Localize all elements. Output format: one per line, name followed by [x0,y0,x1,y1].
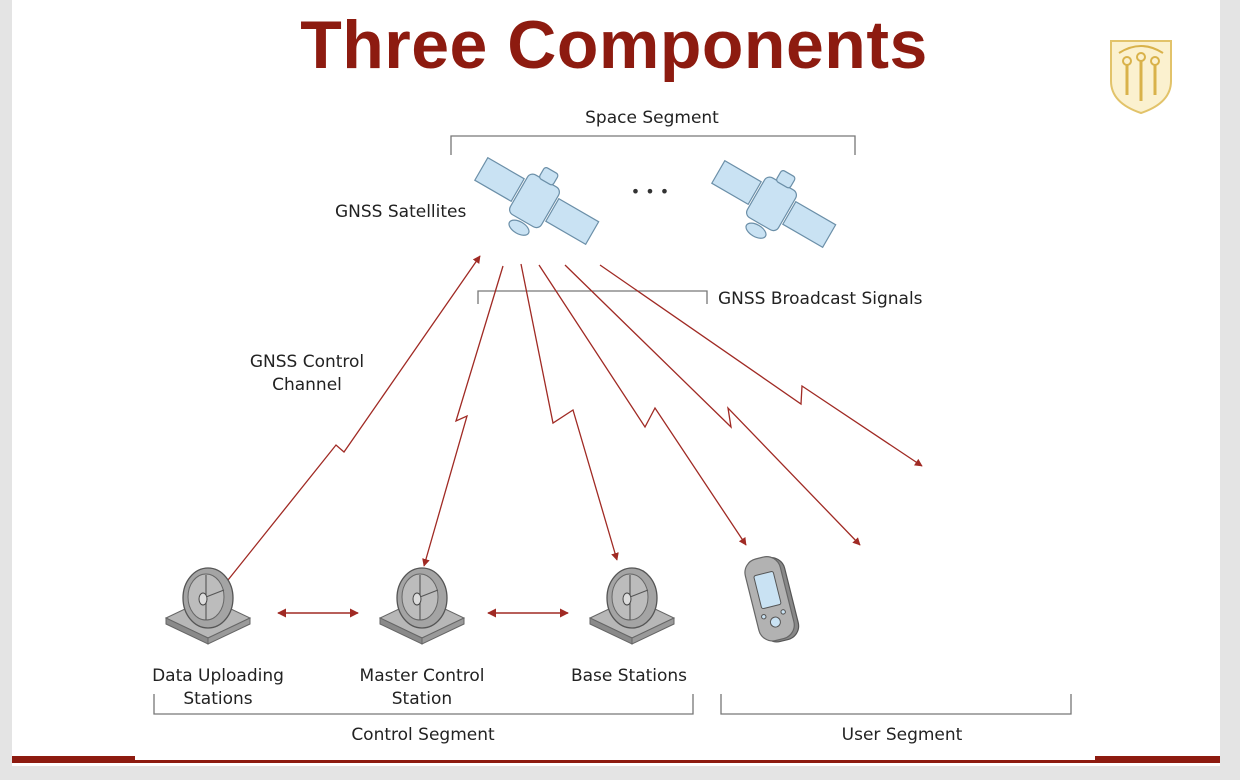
slide-title: Three Components [300,7,928,83]
handheld-receiver-icon [744,556,800,643]
space-segment-label: Space Segment [585,108,719,128]
control-channel-label: Channel [272,375,342,395]
control-segment-bracket [153,694,694,715]
control-channel-label: GNSS Control [250,352,364,372]
control-segment-label: Control Segment [351,725,495,745]
gnss-satellites-label: GNSS Satellites [335,202,467,222]
data-uploading-stations-label: Data Uploading [152,666,284,686]
broadcast-signals-label: GNSS Broadcast Signals [718,289,923,309]
broadcast-signals-bracket [477,290,708,304]
base-stations-label: Base Stations [571,666,687,686]
data-uploading-stations-label: Stations [183,689,252,709]
footer-divider [135,756,1095,760]
ground-station-dish-icon [378,567,466,645]
space-segment-bracket [450,135,856,155]
master-control-station-label: Station [392,689,452,709]
user-segment-bracket [720,694,1072,715]
gnss-satellite-icon [473,156,600,246]
signal-to-master-control-arrow [422,265,504,567]
ground-station-dish-icon [588,567,676,645]
more-satellites-ellipsis: • • • [631,182,669,201]
signal-to-user-arrow [599,264,923,467]
master-control-station-label: Master Control [360,666,485,686]
university-seal-icon [1110,40,1172,115]
signal-to-base-stations-arrow [520,263,619,561]
user-segment-label: User Segment [842,725,963,745]
gnss-satellite-icon [710,159,837,249]
signal-to-user-arrow [564,264,861,546]
signal-to-handheld-receiver-arrow [538,264,747,546]
ground-station-dish-icon [164,567,252,645]
control-channel-uplink-arrow [227,255,481,581]
